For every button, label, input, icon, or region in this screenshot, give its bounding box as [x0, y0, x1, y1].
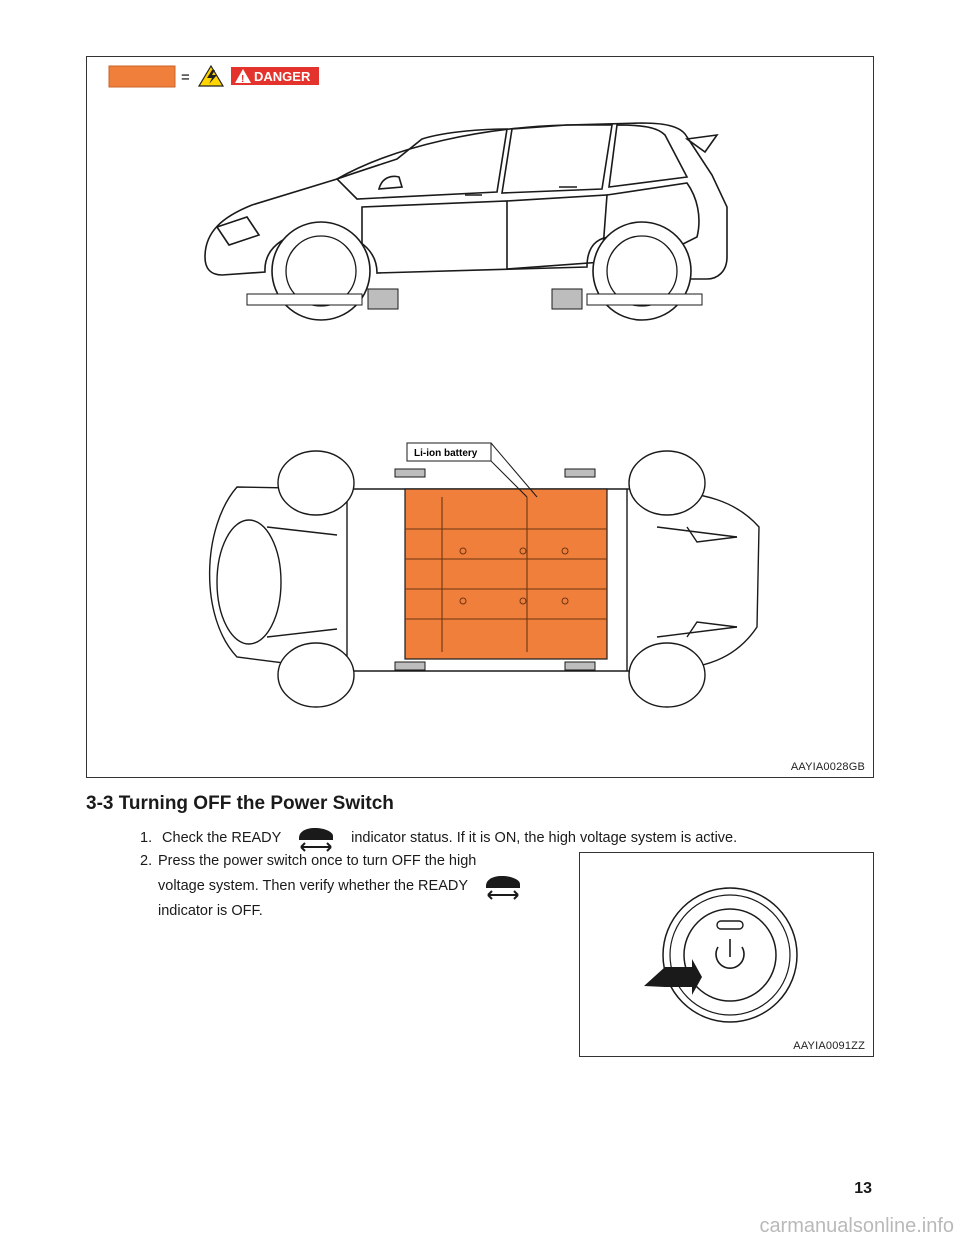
step-text-line2: voltage system. Then verify whether the …	[158, 877, 468, 894]
lift-points-underside	[394, 468, 596, 671]
high-voltage-warning-icon	[197, 64, 225, 87]
li-ion-battery-area	[404, 488, 608, 660]
figure-code: AAYIA0028GB	[790, 761, 865, 773]
figure-code: AAYIA0091ZZ	[793, 1040, 865, 1052]
car-underside-view	[208, 486, 760, 672]
danger-triangle-icon: !	[235, 69, 251, 85]
watermark: carmanualsonline.info	[759, 1215, 954, 1237]
lift-points-side	[246, 288, 703, 310]
step-text: Press the power switch once to turn OFF …	[158, 853, 477, 869]
battery-callout-label: Li-ion battery	[414, 448, 478, 459]
step-text-end: indicator status. If it is ON, the high …	[351, 829, 738, 846]
vehicle-figure: = ! DANGER	[86, 56, 874, 778]
step-number: 1.	[140, 829, 153, 846]
section-title: 3-3 Turning OFF the Power Switch	[86, 793, 394, 814]
step-2: 2. Press the power switch once to turn OF…	[140, 850, 560, 922]
power-switch-icon	[644, 887, 798, 1023]
step-text: Check the READY	[162, 829, 282, 846]
press-arrow-icon	[644, 959, 702, 995]
underside-wheels	[277, 450, 706, 708]
page-number: 13	[854, 1180, 872, 1197]
vehicle-illustration: = ! DANGER	[108, 64, 760, 708]
battery-callout: Li-ion battery	[406, 442, 538, 498]
danger-label: DANGER	[254, 69, 311, 84]
power-switch-figure: AAYIA0091ZZ	[579, 852, 874, 1057]
step-number: 2.	[140, 853, 153, 869]
svg-text:!: !	[241, 74, 244, 85]
ready-car-icon	[485, 876, 520, 900]
battery-color-swatch	[108, 65, 176, 88]
step-text-line3: indicator is OFF.	[158, 903, 263, 919]
ready-car-icon	[299, 828, 334, 852]
legend-equals: =	[181, 69, 190, 86]
danger-badge	[231, 67, 319, 85]
step-1: 1. Check the READY indicator status. If …	[140, 824, 737, 852]
